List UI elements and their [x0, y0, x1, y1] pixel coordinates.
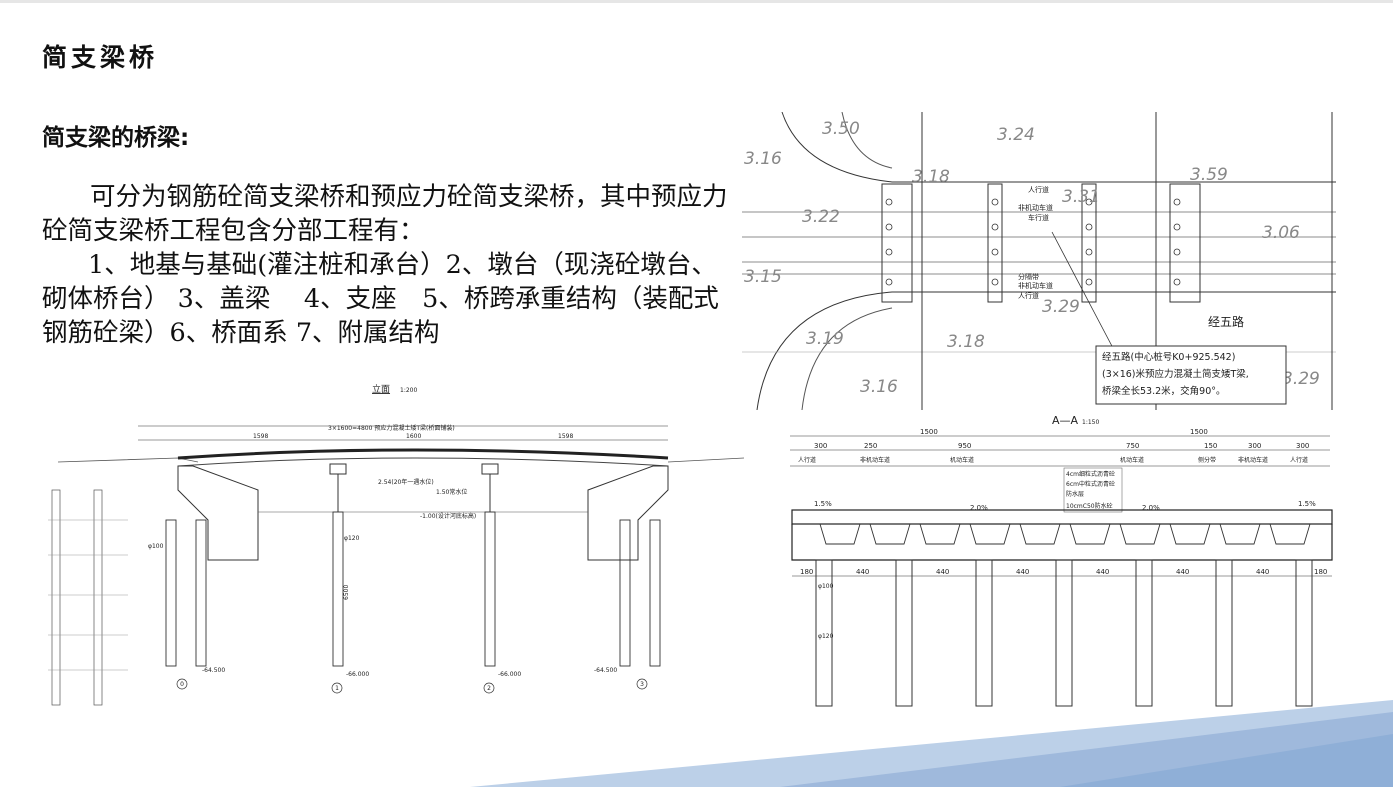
pile-spacing: 440 — [936, 568, 949, 576]
items-paragraph: 1、地基与基础(灌注桩和承台）2、墩台（现浇砼墩台、砌体桥台） 3、盖梁 4、支… — [42, 250, 719, 348]
contour-label: 3.59 — [1190, 165, 1228, 185]
pier-label: 1 — [335, 685, 339, 692]
lane-name: 非机动车道 — [1238, 456, 1268, 464]
lane-name: 非机动车道 — [860, 456, 890, 464]
pile-diameter: φ120 — [344, 535, 360, 542]
pile-diameter: φ100 — [148, 543, 164, 550]
elevation-title: 立面 — [372, 383, 390, 395]
pile-spacing: 440 — [1256, 568, 1269, 576]
span-note: 3×1600=4800 预应力混凝土矮T梁(桥面铺装) — [328, 424, 455, 432]
lane-width: 950 — [958, 442, 971, 450]
lane-label: 人行道 — [1018, 291, 1039, 300]
note-line: (3×16)米预应力混凝土简支矮T梁, — [1102, 368, 1249, 380]
contour-label: 3.29 — [1282, 369, 1320, 389]
water-level: 1.50常水位 — [436, 488, 467, 496]
pile-spacing: 440 — [1016, 568, 1029, 576]
lane-label: 非机动车道 — [1018, 281, 1053, 290]
road-label: 经五路 — [1208, 314, 1244, 329]
span-length: 1600 — [406, 433, 421, 440]
lane-name: 侧分带 — [1198, 456, 1216, 464]
pier-label: 2 — [487, 685, 491, 692]
lane-width: 750 — [1126, 442, 1139, 450]
bottom-elevation: -66.000 — [498, 671, 521, 678]
lane-width: 250 — [864, 442, 877, 450]
contour-label: 3.29 — [1042, 297, 1080, 317]
pavement-layer: 10cmC50防水砼 — [1066, 502, 1113, 510]
lane-name: 机动车道 — [1120, 456, 1144, 464]
contour-label: 3.24 — [997, 125, 1035, 145]
plan-drawing: 3.50 3.24 3.59 3.16 3.22 3.18 3.31 3.06 … — [742, 112, 1336, 410]
pavement-layer: 4cm细粒式沥青砼 — [1066, 470, 1115, 478]
pier-label: 0 — [180, 681, 184, 688]
top-border — [0, 0, 1393, 3]
contour-label: 3.22 — [802, 207, 840, 227]
contour-label: 3.15 — [744, 267, 782, 287]
lane-width: 300 — [814, 442, 827, 450]
pile-spacing: 180 — [800, 568, 813, 576]
pile-diameter: φ100 — [818, 583, 834, 590]
span-length: 1598 — [558, 433, 573, 440]
half-width: 1500 — [920, 428, 938, 436]
contour-label: 3.31 — [1062, 187, 1100, 207]
lane-label: 车行道 — [1028, 213, 1049, 222]
elevation-drawing: 立面 1:200 3×1600=4800 预应力混凝土矮T梁(桥面铺装) 159… — [28, 380, 744, 710]
note-line: 经五路(中心桩号K0+925.542) — [1102, 351, 1235, 363]
section-drawing: A—A 1:150 1500 1500 300 250 950 750 150 … — [770, 410, 1336, 710]
section-title: 简支梁的桥梁: — [42, 125, 190, 151]
body-text: 可分为钢筋砼简支梁桥和预应力砼简支梁桥，其中预应力砼简支梁桥工程包含分部工程有：… — [42, 180, 732, 350]
slope-label: 1.5% — [1298, 500, 1316, 508]
contour-label: 3.16 — [744, 149, 782, 169]
pier-label: 3 — [640, 681, 644, 688]
lane-label: 分隔带 — [1018, 272, 1039, 281]
slope-label: 2.0% — [970, 504, 988, 512]
contour-label: 3.50 — [822, 119, 860, 139]
lane-name: 人行道 — [1290, 456, 1308, 464]
lane-width: 150 — [1204, 442, 1217, 450]
pavement-layer: 6cm中粒式沥青砼 — [1066, 480, 1115, 488]
lane-label: 人行道 — [1028, 185, 1049, 194]
water-level: 2.54(20年一遇水位) — [378, 478, 434, 486]
slope-label: 2.0% — [1142, 504, 1160, 512]
contour-label: 3.19 — [806, 329, 844, 349]
pile-spacing: 440 — [1176, 568, 1189, 576]
lane-name: 机动车道 — [950, 456, 974, 464]
contour-label: 3.18 — [947, 332, 985, 352]
elevation-scale: 1:200 — [400, 387, 417, 394]
intro-paragraph: 可分为钢筋砼简支梁桥和预应力砼简支梁桥，其中预应力砼简支梁桥工程包含分部工程有： — [42, 182, 728, 246]
section-title: A—A — [1052, 414, 1079, 427]
contour-label: 3.16 — [860, 377, 898, 397]
contour-label: 3.06 — [1262, 223, 1300, 243]
pile-spacing: 440 — [856, 568, 869, 576]
slide-title: 简支梁桥 — [42, 43, 159, 72]
bottom-elevation: -64.500 — [202, 667, 225, 674]
bottom-elevation: -66.000 — [346, 671, 369, 678]
lane-width: 300 — [1248, 442, 1261, 450]
pile-spacing: 440 — [1096, 568, 1109, 576]
contour-label: 3.18 — [912, 167, 950, 187]
slope-label: 1.5% — [814, 500, 832, 508]
pile-diameter: φ120 — [818, 633, 834, 640]
note-line: 桥梁全长53.2米，交角90°。 — [1102, 385, 1226, 397]
lane-label: 非机动车道 — [1018, 203, 1053, 212]
pile-spacing: 180 — [1314, 568, 1327, 576]
section-scale: 1:150 — [1082, 419, 1099, 426]
pavement-layer: 防水层 — [1066, 490, 1084, 498]
lane-name: 人行道 — [798, 456, 816, 464]
bottom-elevation: -64.500 — [594, 667, 617, 674]
water-level: -1.00(设计河底标高) — [420, 512, 476, 520]
span-length: 1598 — [253, 433, 268, 440]
half-width: 1500 — [1190, 428, 1208, 436]
lane-width: 300 — [1296, 442, 1309, 450]
pile-depth: 6500 — [343, 585, 350, 600]
